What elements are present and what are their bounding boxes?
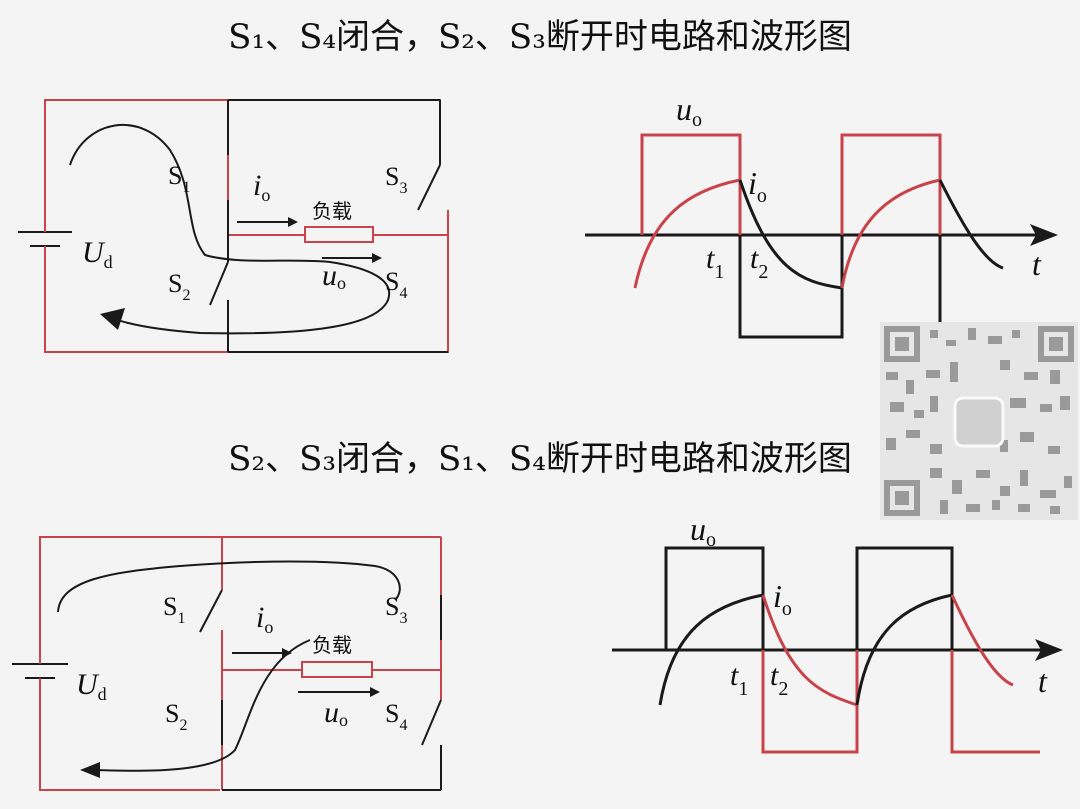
label-s1: S1 [163, 592, 185, 627]
uo-negative-2 [938, 235, 1005, 339]
load-resistor [304, 226, 374, 243]
label-s4: S4 [385, 267, 407, 302]
current-path-arrow [100, 308, 125, 330]
bottom-title: S₂、S₃闭合，S₁、S₄断开时电路和波形图 [228, 439, 852, 479]
label-ud: Ud [76, 668, 107, 704]
switch-s2 [209, 261, 229, 306]
wave-label-io: io [773, 578, 792, 620]
wave-label-t1: t1 [730, 659, 748, 700]
switch-s4 [421, 699, 442, 746]
wave-label-t: t [1038, 663, 1048, 699]
current-path-arrow [80, 762, 100, 778]
label-uo: uo [324, 696, 348, 730]
current-path [69, 124, 391, 335]
switch-s3 [417, 164, 441, 211]
io-fall-2 [950, 594, 1014, 687]
io-rise-1 [658, 593, 764, 706]
battery-ud [18, 215, 72, 260]
wave-label-t1: t1 [706, 242, 724, 283]
uo-positive-1 [640, 133, 742, 235]
top-title: S₁、S₄闭合，S₂、S₃断开时电路和波形图 [228, 17, 852, 57]
qr-code [880, 322, 1078, 520]
switch-s1 [199, 589, 223, 633]
wave-label-uo: uo [676, 91, 702, 131]
label-s1: S1 [168, 161, 190, 196]
label-s4: S4 [385, 699, 407, 734]
io-rise-1 [633, 178, 741, 289]
current-path [57, 560, 401, 613]
label-s3: S3 [385, 162, 407, 197]
label-s3: S3 [385, 592, 407, 627]
bottom-circuit: S1 S2 S3 S4 Ud io uo 负载 [12, 536, 442, 791]
current-path-lower [94, 639, 311, 772]
label-io: io [253, 169, 270, 205]
top-circuit: S1 S2 S3 S4 Ud io uo 负载 [18, 99, 449, 353]
wave-label-t2: t2 [770, 659, 788, 700]
top-waveform: uo io t1 t2 t [585, 91, 1058, 339]
wave-label-t2: t2 [750, 242, 768, 283]
uo-negative-2 [950, 650, 1040, 754]
label-uo: uo [322, 259, 346, 293]
label-load: 负载 [312, 199, 352, 223]
wave-label-uo: uo [690, 511, 716, 551]
io-fall-1 [761, 594, 858, 707]
label-s2: S2 [168, 269, 190, 304]
label-s2: S2 [165, 699, 187, 734]
uo-positive-2 [855, 546, 954, 650]
label-load: 负载 [312, 633, 352, 657]
io-fall-2 [938, 179, 1004, 270]
io-fall-1 [738, 179, 843, 290]
time-axis-arrow [1035, 639, 1063, 661]
io-rise-2 [840, 178, 941, 289]
label-ud: Ud [82, 236, 113, 272]
battery-ud [12, 645, 68, 690]
wave-label-io: io [748, 165, 767, 207]
label-io: io [256, 601, 273, 637]
time-axis-arrow [1030, 224, 1058, 246]
load-resistor [301, 661, 373, 678]
wave-label-t: t [1032, 246, 1042, 282]
uo-positive-2 [840, 133, 942, 235]
io-rise-2 [855, 593, 953, 706]
bottom-waveform: uo io t1 t2 t [612, 511, 1063, 754]
